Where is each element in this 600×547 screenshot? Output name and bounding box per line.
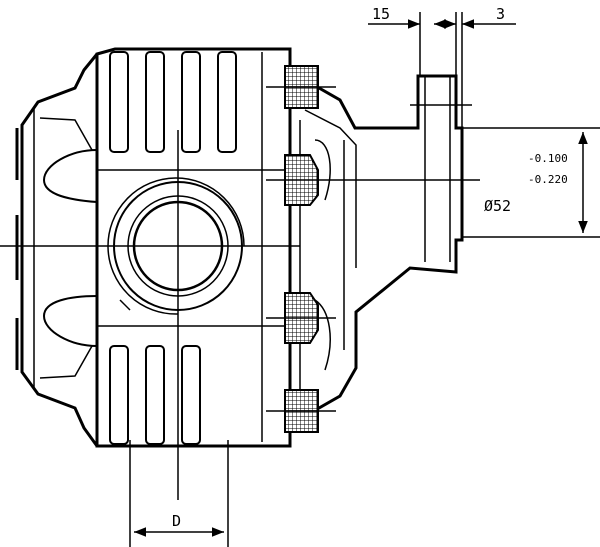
tolerance-lower-label: -0.220 <box>528 173 568 186</box>
tolerance-upper-label: -0.100 <box>528 152 568 165</box>
dim-3-label: 3 <box>496 5 505 23</box>
mounting-flange <box>290 74 464 414</box>
dim-15-label: 15 <box>372 5 390 23</box>
left-end-cap <box>15 53 99 447</box>
upper-lobe <box>42 149 98 203</box>
diameter-label: Ø52 <box>484 197 511 215</box>
pump-body <box>95 47 292 448</box>
top-dimension <box>368 12 516 128</box>
center-lines <box>0 86 480 500</box>
lower-lobe <box>42 295 98 347</box>
diameter-dimension <box>462 127 600 238</box>
bore-dimension <box>129 440 229 547</box>
bore-d-label: D <box>172 512 181 530</box>
